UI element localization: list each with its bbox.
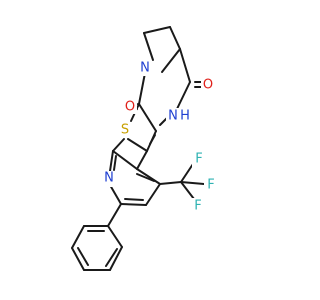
ring-nitrogen-label: N [140,61,150,76]
oxygen-left-label: O [125,100,135,115]
sulfur-label: S [121,123,129,138]
fluorine-right-label: F [207,178,214,193]
pyridine-nitrogen-label: N [104,171,114,186]
fluorine-top-label: F [195,152,202,167]
phenyl-ring [71,203,123,271]
pyrrolidine-ring [143,26,181,73]
amide-nitrogen-label: N [168,109,178,124]
oxygen-right-label: O [203,78,213,93]
molecule-canvas: N O O N H S N F F F [71,26,218,271]
fluorine-bottom-label: F [194,199,201,214]
amide-hydrogen-label: H [180,109,190,124]
trifluoromethyl-group [159,163,205,200]
molecule-structure: N O O N H S N F F F [71,26,218,271]
atom-labels: N O O N H S N F F F [101,60,218,214]
pyridine-ring [109,150,161,206]
